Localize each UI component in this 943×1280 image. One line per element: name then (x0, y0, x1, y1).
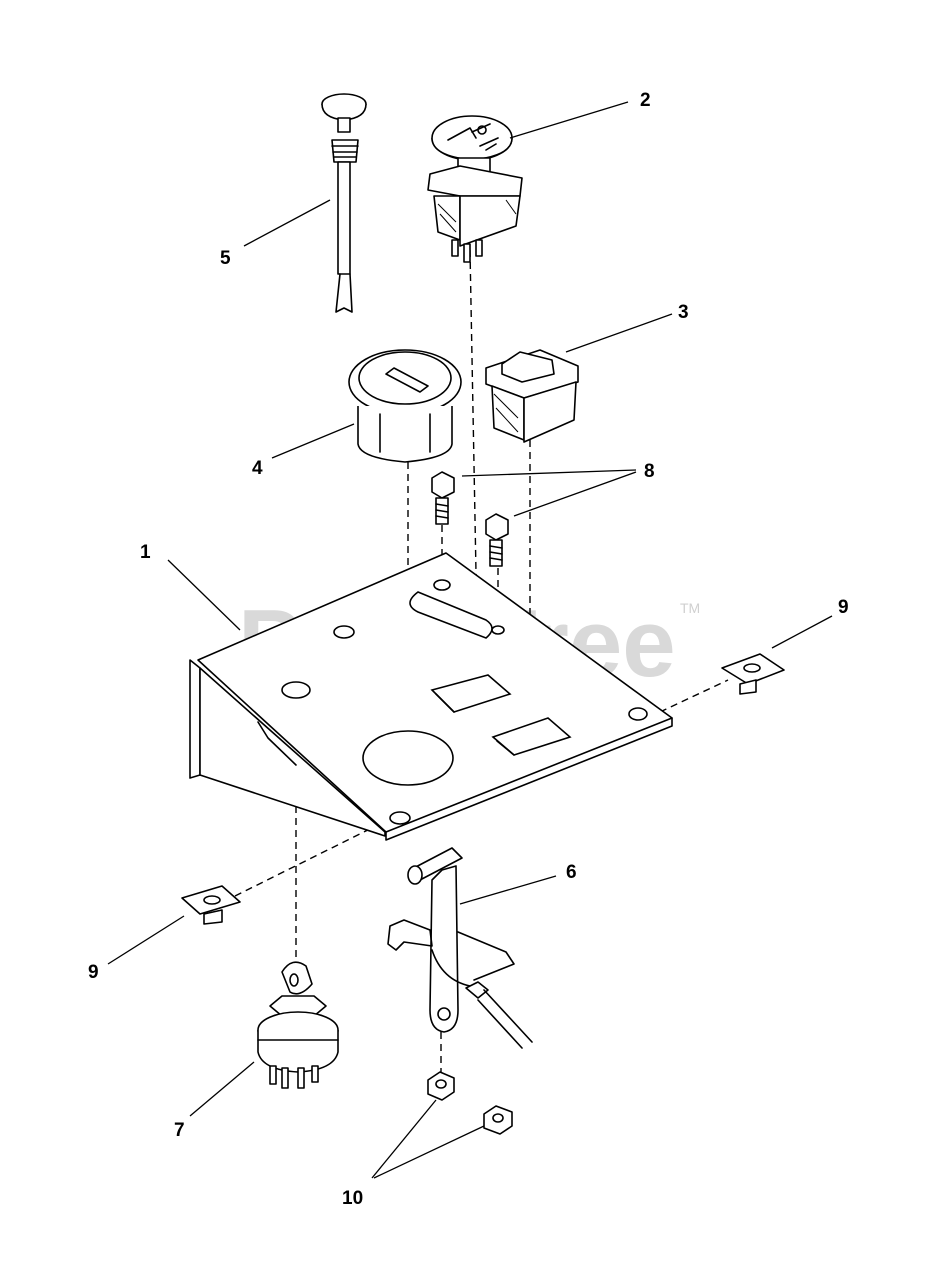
hex-nut-2 (483, 1105, 513, 1135)
bolt-1 (431, 471, 455, 525)
rocker-switch (485, 349, 579, 443)
callout-6: 6 (566, 862, 577, 883)
mounting-plate (189, 552, 673, 841)
leader-lines (107, 101, 833, 1179)
ignition-switch (257, 961, 339, 1089)
clip-nut-right (721, 653, 785, 695)
pto-switch (427, 115, 523, 263)
callout-8: 8 (644, 461, 655, 482)
pto-switch-symbol-icon (447, 123, 499, 151)
ignition-key-icon (281, 961, 313, 995)
callouts: 1 2 3 4 5 6 7 8 9 9 10 (88, 90, 849, 1209)
throttle-lever (387, 847, 533, 1049)
hex-nut-1 (427, 1071, 455, 1101)
callout-4: 4 (252, 458, 263, 479)
choke-cable (321, 93, 367, 313)
callout-10: 10 (342, 1188, 363, 1209)
callout-9-right: 9 (838, 597, 849, 618)
bolt-2 (485, 513, 509, 567)
callout-1: 1 (140, 542, 151, 563)
hour-meter (348, 349, 462, 463)
callout-3: 3 (678, 302, 689, 323)
callout-5: 5 (220, 248, 231, 269)
callout-9-left: 9 (88, 962, 99, 983)
watermark-trademark: TM (680, 600, 700, 616)
callout-7: 7 (174, 1120, 185, 1141)
clip-nut-left (181, 885, 241, 925)
callout-2: 2 (640, 90, 651, 111)
